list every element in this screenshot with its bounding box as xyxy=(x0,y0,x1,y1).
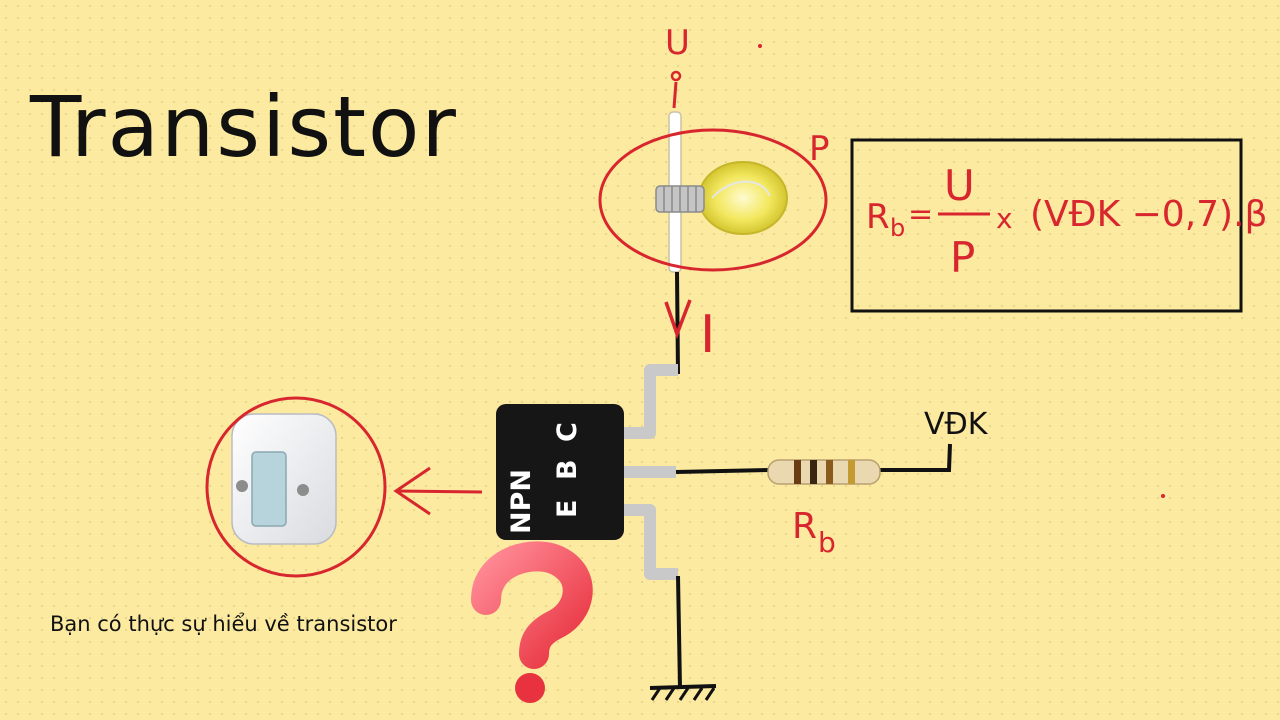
label-rb: R xyxy=(792,506,817,547)
pin-label-b: B xyxy=(552,459,583,480)
resistor-rb xyxy=(767,459,881,485)
formula-equals: = xyxy=(908,197,933,232)
switch-image xyxy=(231,413,337,545)
formula-denominator: P xyxy=(950,233,975,282)
collector-wire xyxy=(664,271,692,375)
ground-wire xyxy=(649,575,717,701)
supply-wire xyxy=(670,70,682,109)
caption-text: Bạn có thực sự hiểu về transistor xyxy=(50,612,397,636)
formula-term: (VĐK −0,7).β xyxy=(1030,194,1268,235)
label-u: U xyxy=(665,23,690,63)
label-rb-subscript: b xyxy=(818,526,836,559)
base-wire xyxy=(675,443,952,474)
formula-times: x xyxy=(996,202,1013,235)
pin-label-e: E xyxy=(552,500,583,518)
formula-lhs: R xyxy=(866,197,890,237)
question-mark-icon xyxy=(471,541,593,703)
lamp xyxy=(655,111,788,273)
lamp-circle xyxy=(598,128,828,272)
formula-box: R b = U P x (VĐK −0,7).β xyxy=(850,138,1268,313)
label-p: P xyxy=(809,129,830,169)
stray-dot xyxy=(758,44,762,48)
arrow-to-switch xyxy=(393,466,483,516)
transistor-npn: NPN E B C xyxy=(496,404,624,540)
transistor-leads xyxy=(620,364,678,580)
formula-lhs-subscript: b xyxy=(890,214,905,242)
label-vdk: VĐK xyxy=(924,407,989,442)
stray-dot xyxy=(1161,494,1165,498)
transistor-type-label: NPN xyxy=(506,469,537,534)
switch-circle xyxy=(205,396,387,578)
pin-label-c: C xyxy=(552,422,583,442)
label-i: I xyxy=(700,305,715,365)
page-title: Transistor xyxy=(30,78,458,176)
formula-numerator: U xyxy=(944,161,975,210)
